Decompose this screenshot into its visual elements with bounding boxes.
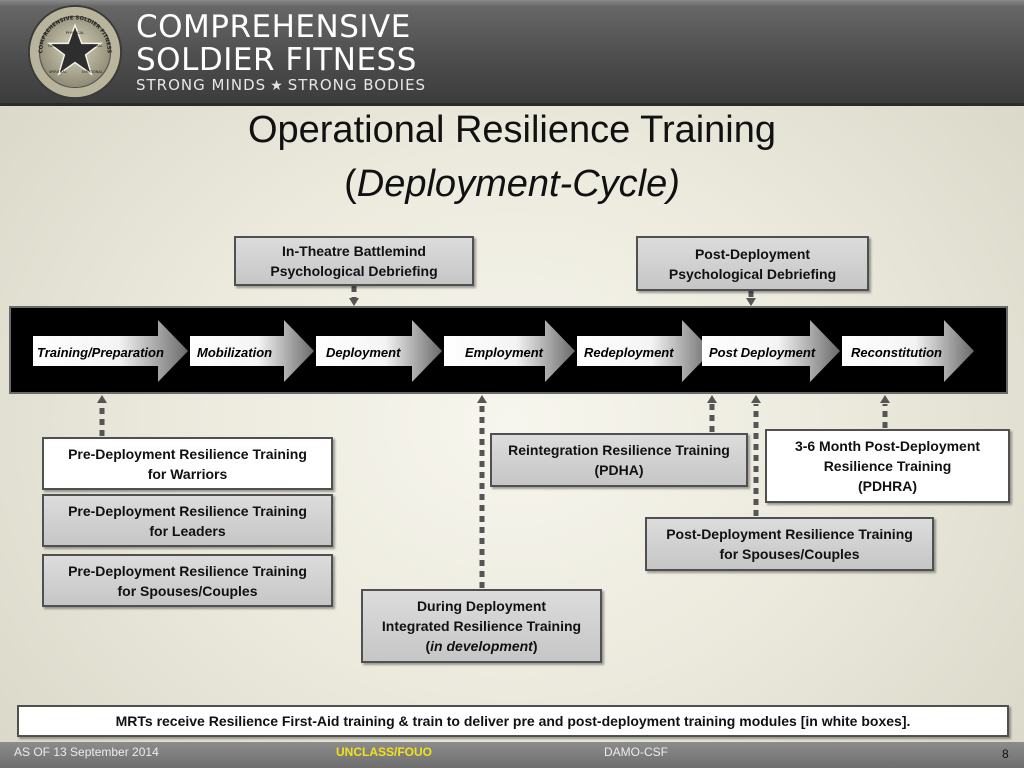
box-line: Pre-Deployment Resilience Training — [68, 562, 307, 579]
box-line: Pre-Deployment Resilience Training — [68, 445, 307, 462]
seal-logo: PHYSICAL FAMILY SOCIAL SPIRITUAL EMOTION… — [27, 4, 123, 100]
box-line: Pre-Deployment Resilience Training — [68, 502, 307, 519]
arrowhead-up — [707, 395, 717, 403]
mrt-note-text: MRTs receive Resilience First-Aid traini… — [115, 713, 911, 729]
arrowhead-up — [880, 395, 890, 403]
phase-deployment: Deployment — [326, 345, 401, 360]
seal-word: PHYSICAL — [66, 30, 85, 35]
star-icon — [46, 23, 104, 76]
phase-reconstitution: Reconstitution — [851, 345, 942, 360]
arrowhead-down — [746, 298, 756, 306]
box-line: for Spouses/Couples — [117, 582, 258, 599]
pre-deployment-leaders-box: Pre-Deployment Resilience Training for L… — [42, 494, 333, 547]
brand-line-1: COMPREHENSIVE — [136, 9, 411, 45]
post-deployment-spouses-box: Post-Deployment Resilience Training for … — [645, 517, 934, 571]
box-line: (PDHRA) — [857, 478, 918, 494]
tagline-left: STRONG MINDS — [136, 76, 267, 94]
in-theatre-debriefing-box: In-Theatre Battlemind Psychological Debr… — [234, 236, 474, 286]
open-paren: ( — [425, 638, 431, 654]
close-paren: ) — [532, 638, 538, 654]
header-shine — [0, 0, 1024, 6]
arrowhead-up — [97, 395, 107, 403]
brand-line-2: SOLDIER FITNESS — [136, 42, 417, 78]
phase-training-preparation: Training/Preparation — [37, 345, 164, 360]
seal-word: SPIRITUAL — [49, 70, 67, 74]
subtitle-italic: Deployment-Cycle) — [356, 163, 680, 205]
during-deployment-box: During Deployment Integrated Resilience … — [361, 589, 602, 663]
footer-classification: UNCLASS/FOUO — [336, 745, 432, 759]
subtitle-open-paren: ( — [344, 163, 357, 205]
box-line: Resilience Training — [823, 458, 952, 474]
seal-word: FAMILY — [48, 44, 60, 48]
box-line-in-development: (in development) — [363, 636, 600, 656]
header-bar — [0, 0, 1024, 106]
box-line: Psychological Debriefing — [668, 265, 837, 282]
three-six-month-box: 3-6 Month Post-Deployment Resilience Tra… — [765, 429, 1010, 503]
box-line: Integrated Resilience Training — [381, 618, 582, 634]
post-deployment-debriefing-box: Post-Deployment Psychological Debriefing — [636, 236, 869, 291]
box-line: for Warriors — [147, 465, 228, 482]
box-line: for Leaders — [149, 522, 226, 539]
mrt-note: MRTs receive Resilience First-Aid traini… — [17, 705, 1009, 737]
slide-subtitle: (Deployment-Cycle) — [0, 165, 1024, 203]
reintegration-box: Reintegration Resilience Training (PDHA) — [490, 433, 748, 487]
box-line: Reintegration Resilience Training — [508, 442, 730, 458]
pre-deployment-spouses-box: Pre-Deployment Resilience Training for S… — [42, 554, 333, 607]
brand-tagline: STRONG MINDS★STRONG BODIES — [136, 76, 426, 94]
tagline-right: STRONG BODIES — [287, 76, 427, 94]
seal-word: SOCIAL — [90, 44, 103, 48]
box-line: (PDHA) — [594, 462, 644, 478]
box-line: 3-6 Month Post-Deployment — [794, 438, 981, 454]
box-line: During Deployment — [416, 598, 547, 614]
arrowhead-down — [349, 298, 359, 306]
footer-date: AS OF 13 September 2014 — [14, 745, 159, 759]
phase-redeployment: Redeployment — [584, 345, 674, 360]
slide-title: Operational Resilience Training — [247, 109, 777, 151]
in-development-text: in development — [430, 638, 533, 654]
box-line: Post-Deployment Resilience Training — [666, 526, 913, 542]
box-line: In-Theatre Battlemind — [282, 243, 426, 259]
phase-post-deployment: Post Deployment — [709, 345, 816, 360]
seal-word: EMOTIONAL — [82, 70, 103, 74]
page-number: 8 — [1002, 747, 1009, 761]
box-line: Psychological Debriefing — [270, 263, 438, 279]
footer-bar — [0, 742, 1024, 768]
phase-mobilization: Mobilization — [197, 345, 273, 360]
arrowhead-up — [751, 395, 761, 403]
star-icon: ★ — [270, 78, 284, 94]
arrowhead-up — [477, 395, 487, 403]
pre-deployment-warriors-box: Pre-Deployment Resilience Training for W… — [42, 437, 333, 490]
box-line: Post-Deployment — [694, 245, 811, 262]
phase-employment: Employment — [465, 345, 544, 360]
footer-org: DAMO-CSF — [604, 745, 668, 759]
box-line: for Spouses/Couples — [719, 546, 860, 562]
